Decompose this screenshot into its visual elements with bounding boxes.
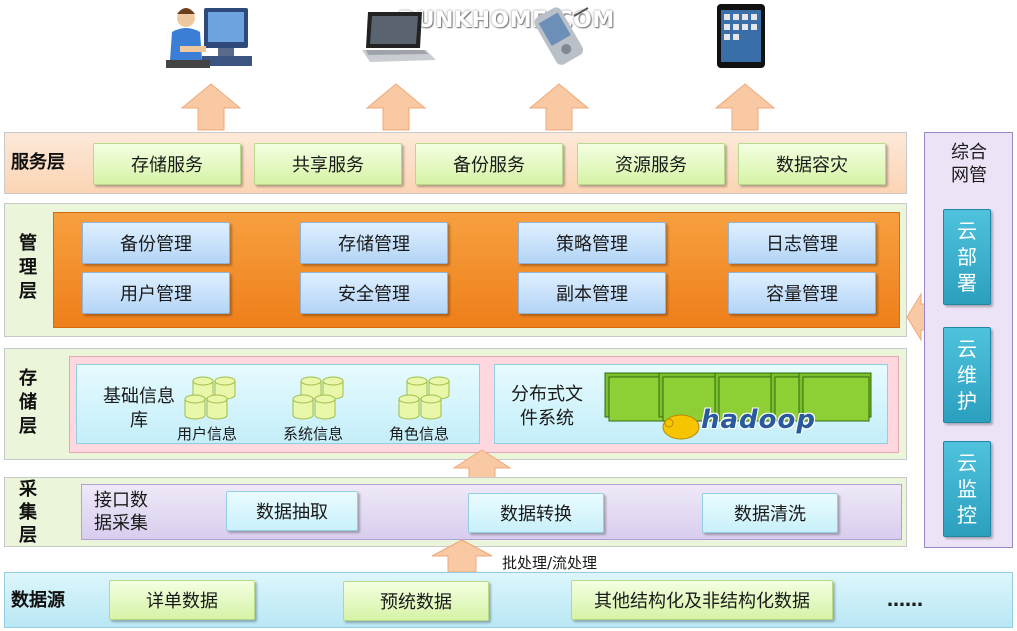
mgmt-item: 策略管理 <box>518 222 666 264</box>
collection-layer: 采集层 接口数据采集 数据抽取 数据转换 数据清洗 <box>4 477 907 547</box>
collect-item: 数据转换 <box>468 493 604 533</box>
source-item: 预统数据 <box>343 581 489 621</box>
hadoop-cluster-icon <box>604 372 872 440</box>
source-item: 详单数据 <box>109 580 255 620</box>
mgmt-item: 备份管理 <box>82 222 230 264</box>
service-item: 数据容灾 <box>738 143 886 185</box>
network-mgmt-panel: 综合网管 云部署 云维护 云监控 <box>924 132 1013 548</box>
up-arrow-icon <box>714 83 776 131</box>
service-item: 资源服务 <box>577 143 725 185</box>
database-icon <box>184 376 236 420</box>
data-source-layer: 数据源 详单数据 预统数据 其他结构化及非结构化数据 …… <box>4 572 1013 628</box>
db-item-label: 系统信息 <box>283 425 344 443</box>
collect-item: 数据抽取 <box>226 491 358 531</box>
service-layer: 服务层 存储服务 共享服务 备份服务 资源服务 数据容灾 <box>4 132 907 194</box>
mgmt-item: 日志管理 <box>728 222 876 264</box>
collection-layer-label: 采集层 <box>19 479 37 546</box>
service-item: 共享服务 <box>254 143 402 185</box>
tablet-icon <box>717 4 765 68</box>
up-arrow-icon <box>365 83 427 131</box>
desktop-user-icon <box>166 8 252 68</box>
service-layer-label: 服务层 <box>11 152 65 173</box>
mgmt-item: 安全管理 <box>300 272 448 314</box>
database-icon <box>398 376 450 420</box>
management-panel: 备份管理 存储管理 策略管理 日志管理 用户管理 安全管理 副本管理 容量管理 <box>53 212 900 328</box>
cloud-maintain-item: 云维护 <box>943 327 991 423</box>
storage-panel: 基础信息库 <box>69 356 899 453</box>
service-item: 存储服务 <box>93 143 241 185</box>
mgmt-item: 副本管理 <box>518 272 666 314</box>
source-ellipsis: …… <box>887 590 923 611</box>
batch-stream-label: 批处理/流处理 <box>502 554 598 572</box>
management-layer-label: 管理层 <box>19 233 37 302</box>
dfs-panel: 分布式文件系统 hadoop <box>494 364 888 444</box>
up-arrow-icon <box>528 83 590 131</box>
collection-panel: 接口数据采集 数据抽取 数据转换 数据清洗 <box>81 484 902 540</box>
collect-item: 数据清洗 <box>702 493 838 533</box>
database-icon <box>292 376 344 420</box>
data-source-label: 数据源 <box>11 590 65 611</box>
watermark: DUNKHOME.COM <box>398 8 615 33</box>
mgmt-item: 容量管理 <box>728 272 876 314</box>
hadoop-logo: hadoop <box>701 405 817 435</box>
up-arrow-icon <box>431 539 493 573</box>
db-item-label: 角色信息 <box>389 425 450 443</box>
network-mgmt-title: 综合网管 <box>951 142 987 186</box>
storage-layer-label: 存储层 <box>19 368 37 437</box>
cloud-deploy-item: 云部署 <box>943 209 991 305</box>
pda-icon <box>534 7 589 65</box>
laptop-icon <box>362 12 436 62</box>
dfs-label: 分布式文件系统 <box>511 384 583 429</box>
basic-info-db: 基础信息库 <box>76 364 480 444</box>
db-item-label: 用户信息 <box>177 425 238 443</box>
mgmt-item: 用户管理 <box>82 272 230 314</box>
basic-info-db-label: 基础信息库 <box>103 386 175 431</box>
management-layer: 管理层 备份管理 存储管理 策略管理 日志管理 用户管理 安全管理 副本管理 容… <box>4 203 907 337</box>
mgmt-item: 存储管理 <box>300 222 448 264</box>
cloud-monitor-item: 云监控 <box>943 441 991 537</box>
interface-collect-label: 接口数据采集 <box>94 490 148 534</box>
storage-layer: 存储层 基础信息库 <box>4 348 907 460</box>
up-arrow-icon <box>180 83 242 131</box>
service-item: 备份服务 <box>415 143 563 185</box>
source-item: 其他结构化及非结构化数据 <box>571 580 833 620</box>
